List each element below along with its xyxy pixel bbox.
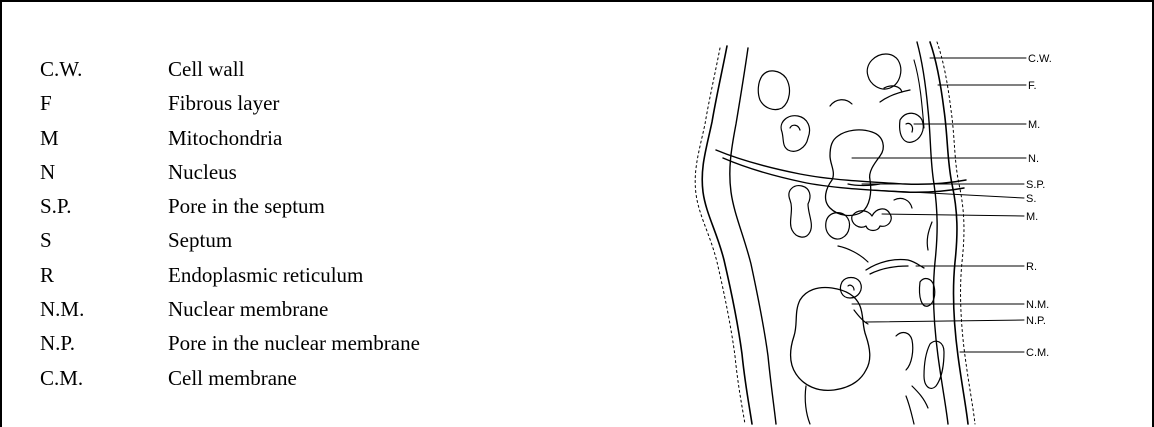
legend-row: C.M.Cell membrane [40,361,640,395]
label-nm: N.M. [1026,299,1049,311]
nuclear-membrane [791,288,870,391]
legend-meaning: Fibrous layer [168,86,640,120]
mitochondrion [912,386,928,408]
label-f: F. [1028,80,1037,92]
endoplasmic-reticulum [870,266,908,274]
legend-abbr: N.P. [40,326,168,360]
endoplasmic-reticulum [838,246,868,262]
cell-wall-left-outer [702,46,752,424]
label-np: N.P. [1026,315,1046,327]
hyphal-cell-diagram: C.W. F. M. N. S.P. S. M. R. N.M. N.P. C.… [690,32,1154,427]
legend-row: N.M.Nuclear membrane [40,292,640,326]
legend-meaning: Pore in the nuclear membrane [168,326,640,360]
mitochondrion [927,222,932,250]
label-cw: C.W. [1028,53,1052,65]
legend-meaning: Nucleus [168,155,640,189]
legend-abbr: M [40,121,168,155]
legend-row: N.P.Pore in the nuclear membrane [40,326,640,360]
legend-meaning: Cell wall [168,52,640,86]
legend-abbr: N.M. [40,292,168,326]
nucleus [826,130,884,216]
label-cm: C.M. [1026,347,1049,359]
mitochondrion [919,279,934,307]
legend-abbr: S [40,223,168,257]
mitochondrion [789,186,811,237]
mitochondrion [852,209,892,231]
legend-meaning: Mitochondria [168,121,640,155]
mitochondrion [867,54,901,89]
mitochondrion [880,90,910,102]
mitochondrion [830,100,852,106]
mitochondrion [896,333,913,370]
cell-wall-right-outer [930,42,968,424]
label-s: S. [1026,193,1036,205]
legend-row: C.W.Cell wall [40,52,640,86]
label-n: N. [1028,153,1039,165]
mitochondrion [826,213,850,239]
leader-line-s [872,190,1024,198]
endoplasmic-reticulum [866,259,924,270]
legend-abbr: S.P. [40,189,168,223]
label-r: R. [1026,261,1037,273]
legend-abbr: R [40,258,168,292]
leader-line-np [866,320,1024,322]
mitochondrion [900,113,924,142]
label-m2: M. [1026,211,1038,223]
label-m1: M. [1028,119,1040,131]
legend-meaning: Endoplasmic reticulum [168,258,640,292]
legend-abbr: C.M. [40,361,168,395]
legend-meaning: Cell membrane [168,361,640,395]
mitochondrion [758,71,789,110]
legend-meaning: Nuclear membrane [168,292,640,326]
fibrous-layer-left [695,48,745,424]
legend-row: S.P.Pore in the septum [40,189,640,223]
legend-abbr: C.W. [40,52,168,86]
septum-lower [723,158,964,192]
legend-abbr: N [40,155,168,189]
label-sp: S.P. [1026,179,1045,191]
legend-meaning: Septum [168,223,640,257]
legend-abbr: F [40,86,168,120]
legend-meaning: Pore in the septum [168,189,640,223]
mitochondrion [906,396,914,424]
septum [716,150,966,184]
mitochondrion [894,198,912,208]
mitochondrion [781,116,809,152]
mitochondrion [805,386,810,424]
leader-line-m2 [882,214,1024,216]
